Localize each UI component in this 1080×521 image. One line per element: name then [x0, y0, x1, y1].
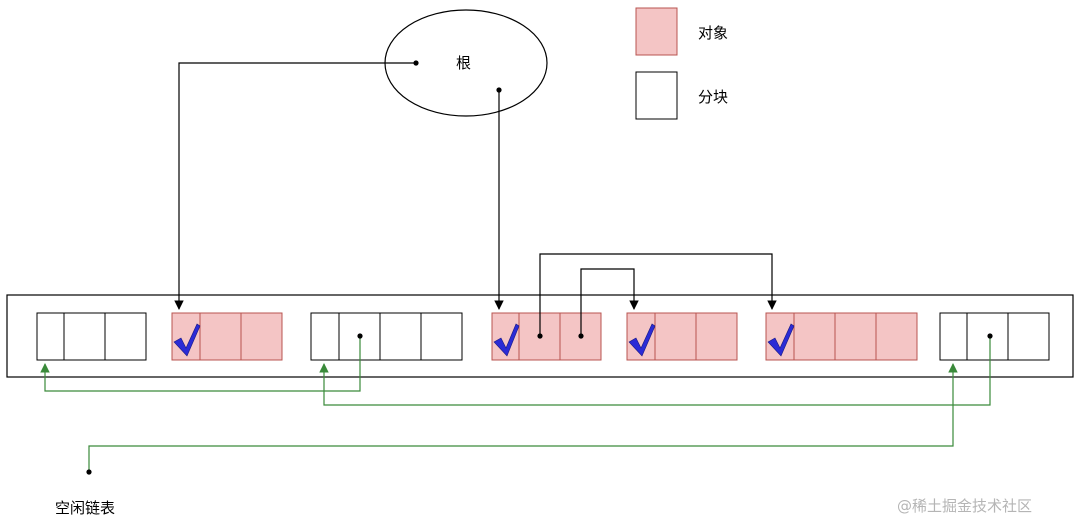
legend-chunk-swatch [635, 71, 678, 120]
object-cell [875, 312, 918, 361]
free-chunk-2-to-chunk-1-arrow [40, 336, 361, 392]
chunk-cell [310, 312, 340, 361]
chunk-cell [104, 312, 147, 361]
chunk-cell [420, 312, 463, 361]
reference-dots [413, 60, 584, 339]
root-label: 根 [456, 54, 472, 72]
root-to-object-1-arrow [174, 62, 416, 310]
pointer-dot [357, 333, 363, 339]
pointer-dot [413, 60, 419, 66]
object-2-to-object-4-arrow [539, 253, 777, 336]
pointer-dot [86, 469, 92, 475]
pointer-dot [987, 333, 993, 339]
free-chunk-3 [939, 312, 1050, 361]
pointer-dot [537, 333, 543, 339]
pointer-dot [578, 333, 584, 339]
object-1 [171, 312, 283, 361]
legend-object-label: 对象 [698, 24, 729, 42]
object-3 [626, 312, 738, 361]
watermark: @稀土掘金技术社区 [897, 497, 1033, 515]
free-chunk-1 [36, 312, 147, 361]
object-cell [654, 312, 697, 361]
free-chunk-3-to-chunk-2-arrow [319, 336, 991, 406]
check-mark-icon [628, 323, 656, 357]
free-list-links [40, 336, 991, 472]
object-cell [695, 312, 738, 361]
free-list-dots [86, 333, 993, 475]
object-2-to-object-3-arrow [580, 268, 639, 336]
object-cell [199, 312, 242, 361]
chunk-cell [36, 312, 65, 361]
check-mark-icon [767, 323, 795, 357]
pointer-dot [496, 87, 502, 93]
chunk-cell [1007, 312, 1050, 361]
free-list-label: 空闲链表 [55, 499, 116, 517]
object-cell [240, 312, 283, 361]
root-references [174, 62, 777, 336]
chunk-cell [939, 312, 968, 361]
object-cell [793, 312, 836, 361]
object-cell [834, 312, 877, 361]
check-mark-icon [173, 323, 201, 357]
legend-chunk-label: 分块 [698, 88, 729, 106]
object-4 [765, 312, 918, 361]
free-chunk-2 [310, 312, 463, 361]
free-list-head-arrow [88, 363, 958, 472]
check-mark-icon [493, 323, 520, 357]
legend-object-swatch [635, 7, 678, 56]
object-2 [491, 312, 602, 361]
chunk-cell [379, 312, 422, 361]
chunk-cell [63, 312, 106, 361]
